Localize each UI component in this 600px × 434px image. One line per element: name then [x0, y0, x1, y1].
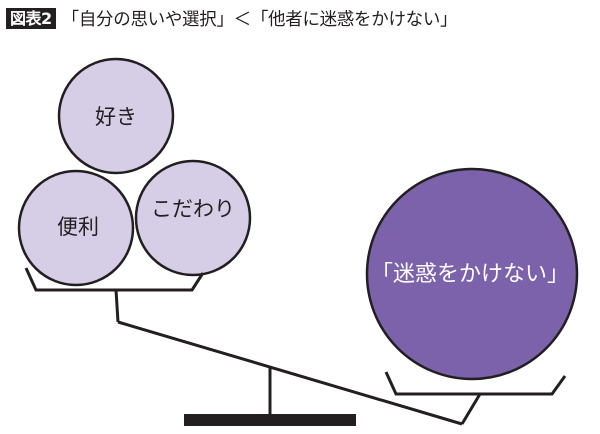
circle-label-benri: 便利: [57, 215, 99, 239]
figure-label: 図表2: [6, 7, 56, 29]
circle-label-kodawari: こだわり: [151, 197, 235, 221]
circle-benri: 便利: [17, 169, 135, 287]
right-pan: [384, 371, 567, 396]
circle-label-suki: 好き: [95, 105, 137, 129]
figure-title: 「自分の思いや選択」＜「他者に迷惑をかけない」: [61, 9, 458, 30]
scale-base: [184, 414, 356, 426]
left-hanger: [114, 289, 120, 323]
circle-label-meiwaku: 「迷惑をかけない」: [371, 262, 569, 287]
circle-meiwaku: 「迷惑をかけない」: [365, 167, 579, 381]
left-pan: [24, 267, 205, 292]
figure-header: 図表2 「自分の思いや選択」＜「他者に迷惑をかけない」: [6, 6, 458, 30]
right-hanger: [460, 393, 482, 425]
scale-beam: [117, 320, 463, 426]
circle-kodawari: こだわり: [134, 159, 252, 277]
circle-suki: 好き: [57, 57, 175, 175]
